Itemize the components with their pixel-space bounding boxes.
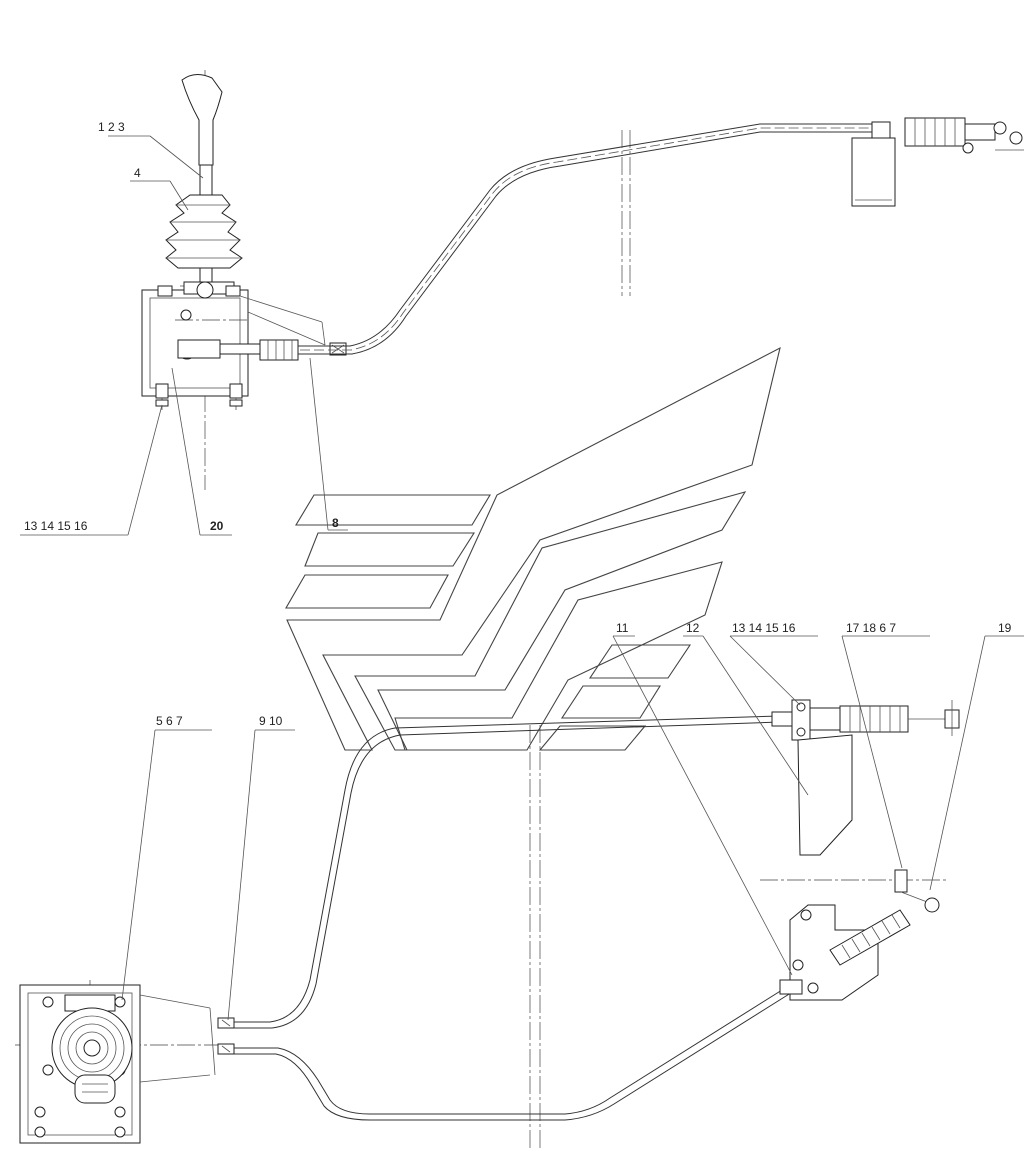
lever-boot [165, 194, 243, 269]
lower-bracket-upper [797, 734, 853, 856]
watermark-logo [285, 346, 781, 751]
lever-knob [181, 74, 223, 166]
label-20: 20 [210, 519, 224, 533]
upper-gear-lever-assembly [141, 70, 347, 490]
label-1-2-3: 1 2 3 [98, 120, 125, 134]
label-12: 12 [686, 621, 700, 635]
label-13-14-15-16-bottom: 13 14 15 16 [732, 621, 796, 635]
shifter-cable-boot [259, 339, 299, 361]
lower-shift-cables [234, 715, 795, 1150]
lower-cable-boot-upper [839, 705, 909, 733]
lower-shifter-plate [15, 980, 235, 1144]
lower-cable-boot-lower [829, 909, 911, 966]
upper-shift-cable [298, 123, 880, 355]
label-5-6-7: 5 6 7 [156, 714, 183, 728]
label-8: 8 [332, 516, 339, 530]
lever-rod [199, 164, 213, 196]
label-4: 4 [134, 166, 141, 180]
label-11: 11 [616, 621, 629, 635]
label-19: 19 [998, 621, 1012, 635]
label-13-14-15-16-top: 13 14 15 16 [24, 519, 88, 533]
label-17-18-6-7: 17 18 6 7 [846, 621, 896, 635]
upper-bracket [851, 137, 896, 207]
callout-labels: 1 2 3 4 13 14 15 16 20 8 5 6 7 9 10 11 1… [24, 120, 1012, 728]
upper-leaders [20, 135, 348, 536]
label-9-10: 9 10 [259, 714, 283, 728]
lower-right-upper-end [771, 699, 960, 856]
upper-right-cable-end [621, 117, 1024, 296]
lower-right-lower-end [760, 869, 948, 1001]
lower-leaders [121, 635, 1024, 1021]
